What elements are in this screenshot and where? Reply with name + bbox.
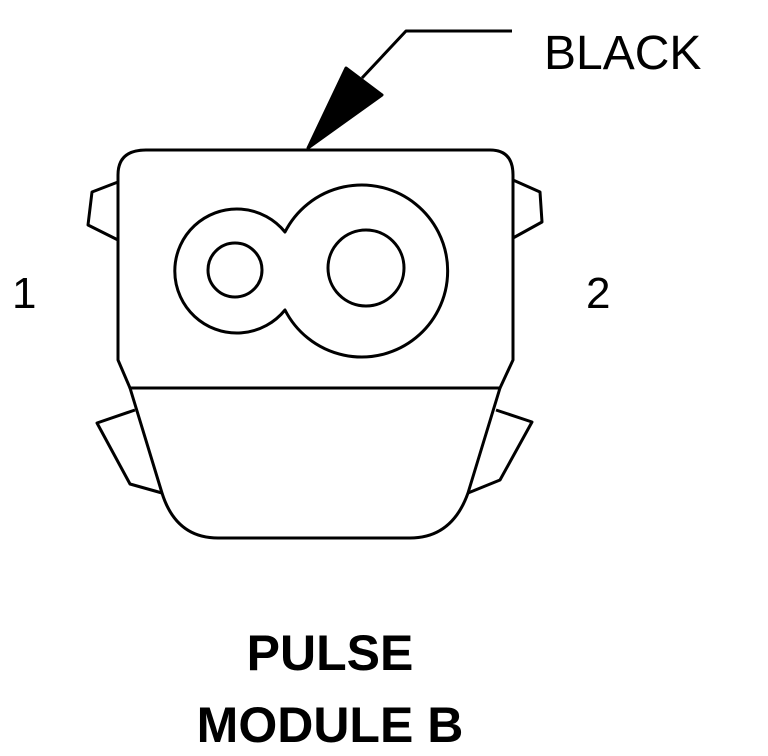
callout-leader-line xyxy=(360,29,512,80)
connector-housing-bottom xyxy=(128,386,502,540)
pin-1-label: 1 xyxy=(12,269,37,318)
right-lower-wing xyxy=(467,408,534,495)
pin-2-terminal xyxy=(326,228,406,308)
left-lower-wing xyxy=(95,408,163,495)
left-latch-ear xyxy=(86,180,119,242)
right-latch-ear xyxy=(512,178,544,240)
diagram-title-line-1: PULSE xyxy=(246,625,414,681)
callout-label-black: BLACK xyxy=(544,27,702,80)
pin-1-terminal xyxy=(206,241,264,299)
callout-arrowhead xyxy=(306,66,384,150)
terminal-cavity-outline xyxy=(173,183,450,359)
connector-housing-top xyxy=(116,148,515,390)
pin-2-label: 2 xyxy=(586,269,611,318)
diagram-title-line-2: MODULE B xyxy=(196,697,464,753)
